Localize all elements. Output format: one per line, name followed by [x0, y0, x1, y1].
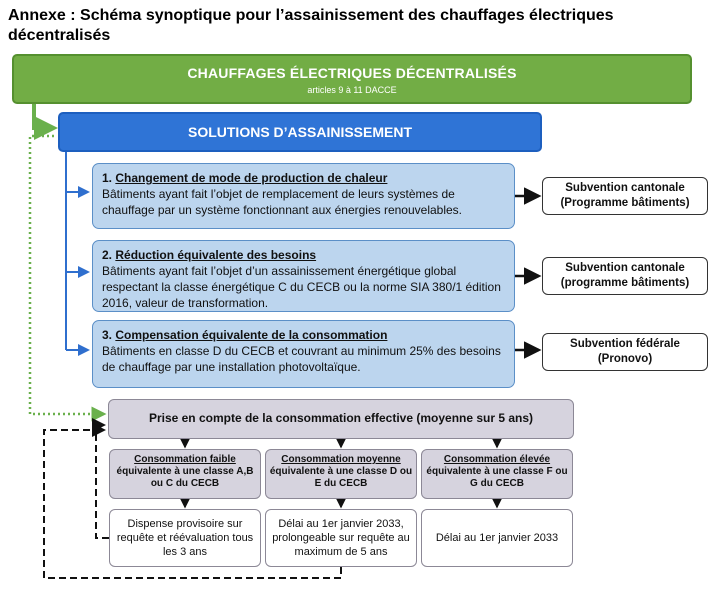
solution-text: Bâtiments en classe D du CECB et couvran… [102, 344, 501, 374]
subsidy-line: Subvention fédérale [570, 338, 680, 350]
subsidy-line: Subvention cantonale [565, 182, 685, 194]
subsidy-box-3: Subvention fédérale (Pronovo) [542, 333, 708, 371]
category-desc: équivalente à une classe F ou G du CECB [426, 466, 568, 489]
header-title: CHAUFFAGES ÉLECTRIQUES DÉCENTRALISÉS [187, 65, 517, 81]
green-connector [32, 104, 58, 140]
result-low: Dispense provisoire sur requête et rééva… [109, 509, 261, 567]
subsidy-line: (programme bâtiments) [560, 277, 690, 289]
effective-consumption-box: Prise en compte de la consommation effec… [108, 399, 574, 439]
subsidy-box-1: Subvention cantonale (Programme bâtiment… [542, 177, 708, 215]
subsidy-line: (Pronovo) [597, 353, 653, 365]
solution-text: Bâtiments ayant fait l’objet d’un assain… [102, 264, 501, 310]
category-title: Consommation élevée [443, 454, 551, 465]
solution-number: 3. [102, 328, 113, 342]
result-medium: Délai au 1er janvier 2033, prolongeable … [265, 509, 417, 567]
solution-box-3: 3. Compensation équivalente de la consom… [92, 320, 515, 388]
category-high: Consommation élevée équivalente à une cl… [421, 449, 573, 499]
subsidy-box-2: Subvention cantonale (programme bâtiment… [542, 257, 708, 295]
solutions-header: SOLUTIONS D’ASSAINISSEMENT [58, 112, 542, 152]
category-low: Consommation faible équivalente à une cl… [109, 449, 261, 499]
solution-number: 1. [102, 171, 113, 185]
category-desc: équivalente à une classe D ou E du CECB [269, 466, 413, 489]
feedback-loop-medium [43, 423, 342, 579]
solution-box-1: 1. Changement de mode de production de c… [92, 163, 515, 229]
solution-title: Changement de mode de production de chal… [115, 171, 388, 185]
feedback-loop-low [92, 418, 109, 539]
solution-number: 2. [102, 248, 113, 262]
solution-title: Compensation équivalente de la consommat… [115, 328, 388, 342]
page-title: Annexe : Schéma synoptique pour l’assain… [8, 7, 614, 44]
dotted-green-connector [28, 134, 107, 422]
solution-title: Réduction équivalente des besoins [115, 248, 317, 262]
solution-text: Bâtiments ayant fait l’objet de remplace… [102, 187, 463, 217]
header-electric-heating: CHAUFFAGES ÉLECTRIQUES DÉCENTRALISÉS art… [12, 54, 692, 104]
category-title: Consommation moyenne [281, 454, 401, 465]
category-medium: Consommation moyenne équivalente à une c… [265, 449, 417, 499]
subsidy-line: (Programme bâtiments) [560, 197, 690, 209]
solution-box-2: 2. Réduction équivalente des besoins Bât… [92, 240, 515, 312]
category-desc: équivalente à une classe A,B ou C du CEC… [116, 466, 254, 489]
result-high: Délai au 1er janvier 2033 [421, 509, 573, 567]
header-subtitle: articles 9 à 11 DACCE [307, 85, 397, 95]
category-title: Consommation faible [134, 454, 236, 465]
subsidy-line: Subvention cantonale [565, 262, 685, 274]
